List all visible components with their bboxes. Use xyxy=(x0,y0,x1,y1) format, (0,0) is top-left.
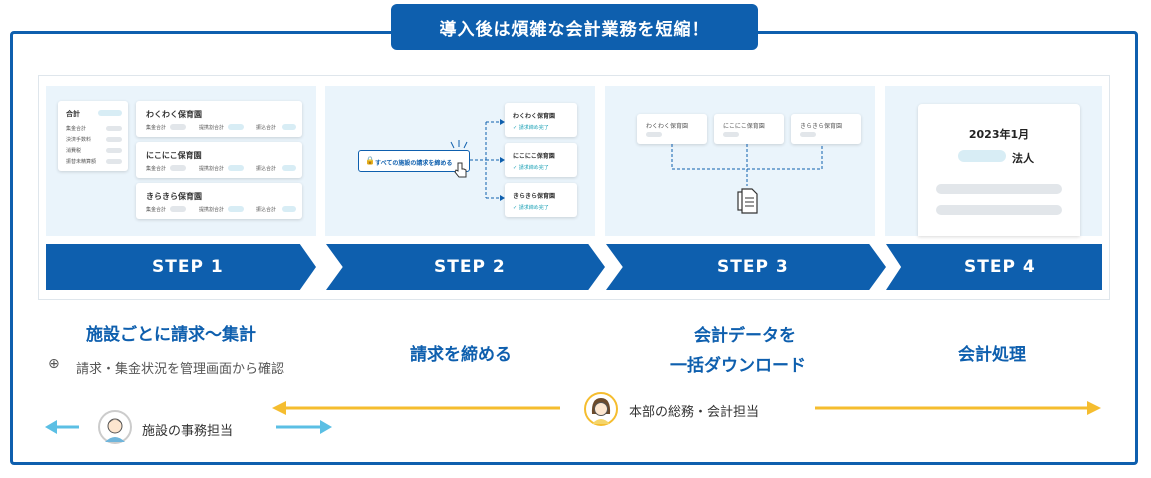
staff-avatar xyxy=(98,410,132,444)
facility-card: きらきら保育園 集金合計 提携割合計 振込合計 xyxy=(136,183,302,219)
closed-facility-card: きらきら保育園 ✓ 請求締め完了 xyxy=(505,183,577,217)
step-4-bar: STEP 4 xyxy=(886,244,1102,290)
facility-card: にこにこ保育園 集金合計 提携割合計 振込合計 xyxy=(136,142,302,178)
step1-subtext: 請求・集金状況を管理画面から確認 xyxy=(76,362,285,377)
click-burst-icon xyxy=(450,140,468,149)
merge-lines xyxy=(671,144,823,186)
step-3-bar: STEP 3 xyxy=(606,244,886,290)
left-arrow-icon xyxy=(45,420,79,434)
facility-staff-label: 施設の事務担当 xyxy=(142,424,234,439)
step4-description: 会計処理 xyxy=(958,345,1026,365)
facility-card: わくわく保育園 集金合計 提携割合計 振込合計 xyxy=(136,101,302,137)
step3-illustration xyxy=(605,86,875,236)
step-2-bar: STEP 2 xyxy=(326,244,605,290)
summary-item: 決済手数料 xyxy=(66,137,92,143)
summary-item: 振替未精算額 xyxy=(66,159,97,165)
hq-left-arrow xyxy=(272,401,560,415)
summary-item: 消費税 xyxy=(66,148,82,154)
step3-description-line1: 会計データを xyxy=(694,326,796,346)
download-facility-card: わくわく保育園 xyxy=(637,114,707,144)
plus-circle-icon: ⊕ xyxy=(48,356,60,372)
close-all-button[interactable]: 🔒 すべての施設の請求を締める xyxy=(358,150,470,172)
closed-facility-card: にこにこ保育園 ✓ 請求締め完了 xyxy=(505,143,577,177)
hq-avatar xyxy=(584,392,618,426)
accounting-sheet: 2023年1月 法人 xyxy=(918,104,1080,236)
sheet-entity: 法人 xyxy=(1012,152,1034,165)
cursor-hand-icon xyxy=(454,162,467,178)
download-facility-card: きらきら保育園 xyxy=(791,114,861,144)
summary-card: 合計 集金合計 決済手数料 消費税 振替未精算額 xyxy=(58,101,128,171)
distribution-arrows xyxy=(470,119,505,201)
hq-staff-label: 本部の総務・会計担当 xyxy=(629,405,760,420)
summary-item: 集金合計 xyxy=(66,126,87,132)
sheet-date: 2023年1月 xyxy=(968,128,1030,141)
illustration-panel xyxy=(38,75,1110,300)
download-facility-card: にこにこ保育園 xyxy=(714,114,784,144)
step3-description-line2: 一括ダウンロード xyxy=(670,356,806,376)
summary-title: 合計 xyxy=(66,110,80,118)
step1-description: 施設ごとに請求〜集計 xyxy=(86,325,256,345)
right-arrow-icon xyxy=(276,420,332,434)
document-icon xyxy=(737,188,758,214)
hq-right-arrow xyxy=(815,401,1101,415)
lock-icon: 🔒 xyxy=(365,156,375,165)
closed-facility-card: わくわく保育園 ✓ 請求締め完了 xyxy=(505,103,577,137)
step-1-bar: STEP 1 xyxy=(46,244,316,290)
banner-title: 導入後は煩雑な会計業務を短縮！ xyxy=(391,4,758,50)
step2-description: 請求を締める xyxy=(410,345,512,365)
